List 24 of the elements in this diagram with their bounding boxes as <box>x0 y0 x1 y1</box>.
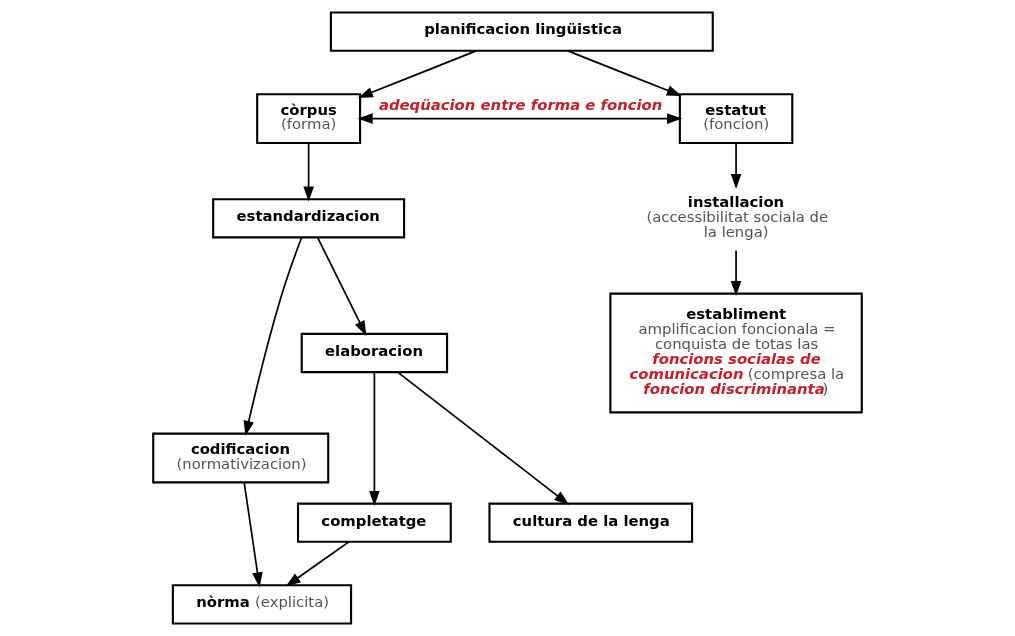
arrow <box>303 142 314 202</box>
arrow <box>357 50 477 98</box>
node-box: completatge <box>296 502 452 543</box>
node-box: estandardizacion <box>212 198 406 239</box>
arrow <box>730 142 742 190</box>
node-box: establiment amplificacion foncionala = conquista de totas las foncions socialas de comunicacion (compresa la foncion discriminanta) <box>609 292 863 414</box>
node-box: cultura de la lenga <box>488 502 694 543</box>
arrow <box>243 236 303 436</box>
arrow <box>397 371 570 505</box>
node-box: còrpus (forma) <box>256 93 362 145</box>
node-box: elaboracion <box>300 332 449 374</box>
arrow <box>730 249 742 297</box>
arrow <box>285 540 350 587</box>
node-box: estatut (foncion) <box>678 93 794 145</box>
node-box: planificacion lingüistica <box>329 11 714 52</box>
arrow <box>243 481 263 588</box>
node-text: installacion (accessibilitat sociala de la lenga) <box>646 192 829 240</box>
arrow <box>357 113 683 124</box>
arrow <box>566 50 682 97</box>
arrow <box>316 236 367 336</box>
edge-label: adeqüacion entre forma e foncion <box>378 96 663 114</box>
arrow <box>369 371 380 506</box>
node-box: nòrma (explicita) <box>171 584 353 625</box>
node-box: codificacion (normativizacion) <box>152 432 330 484</box>
